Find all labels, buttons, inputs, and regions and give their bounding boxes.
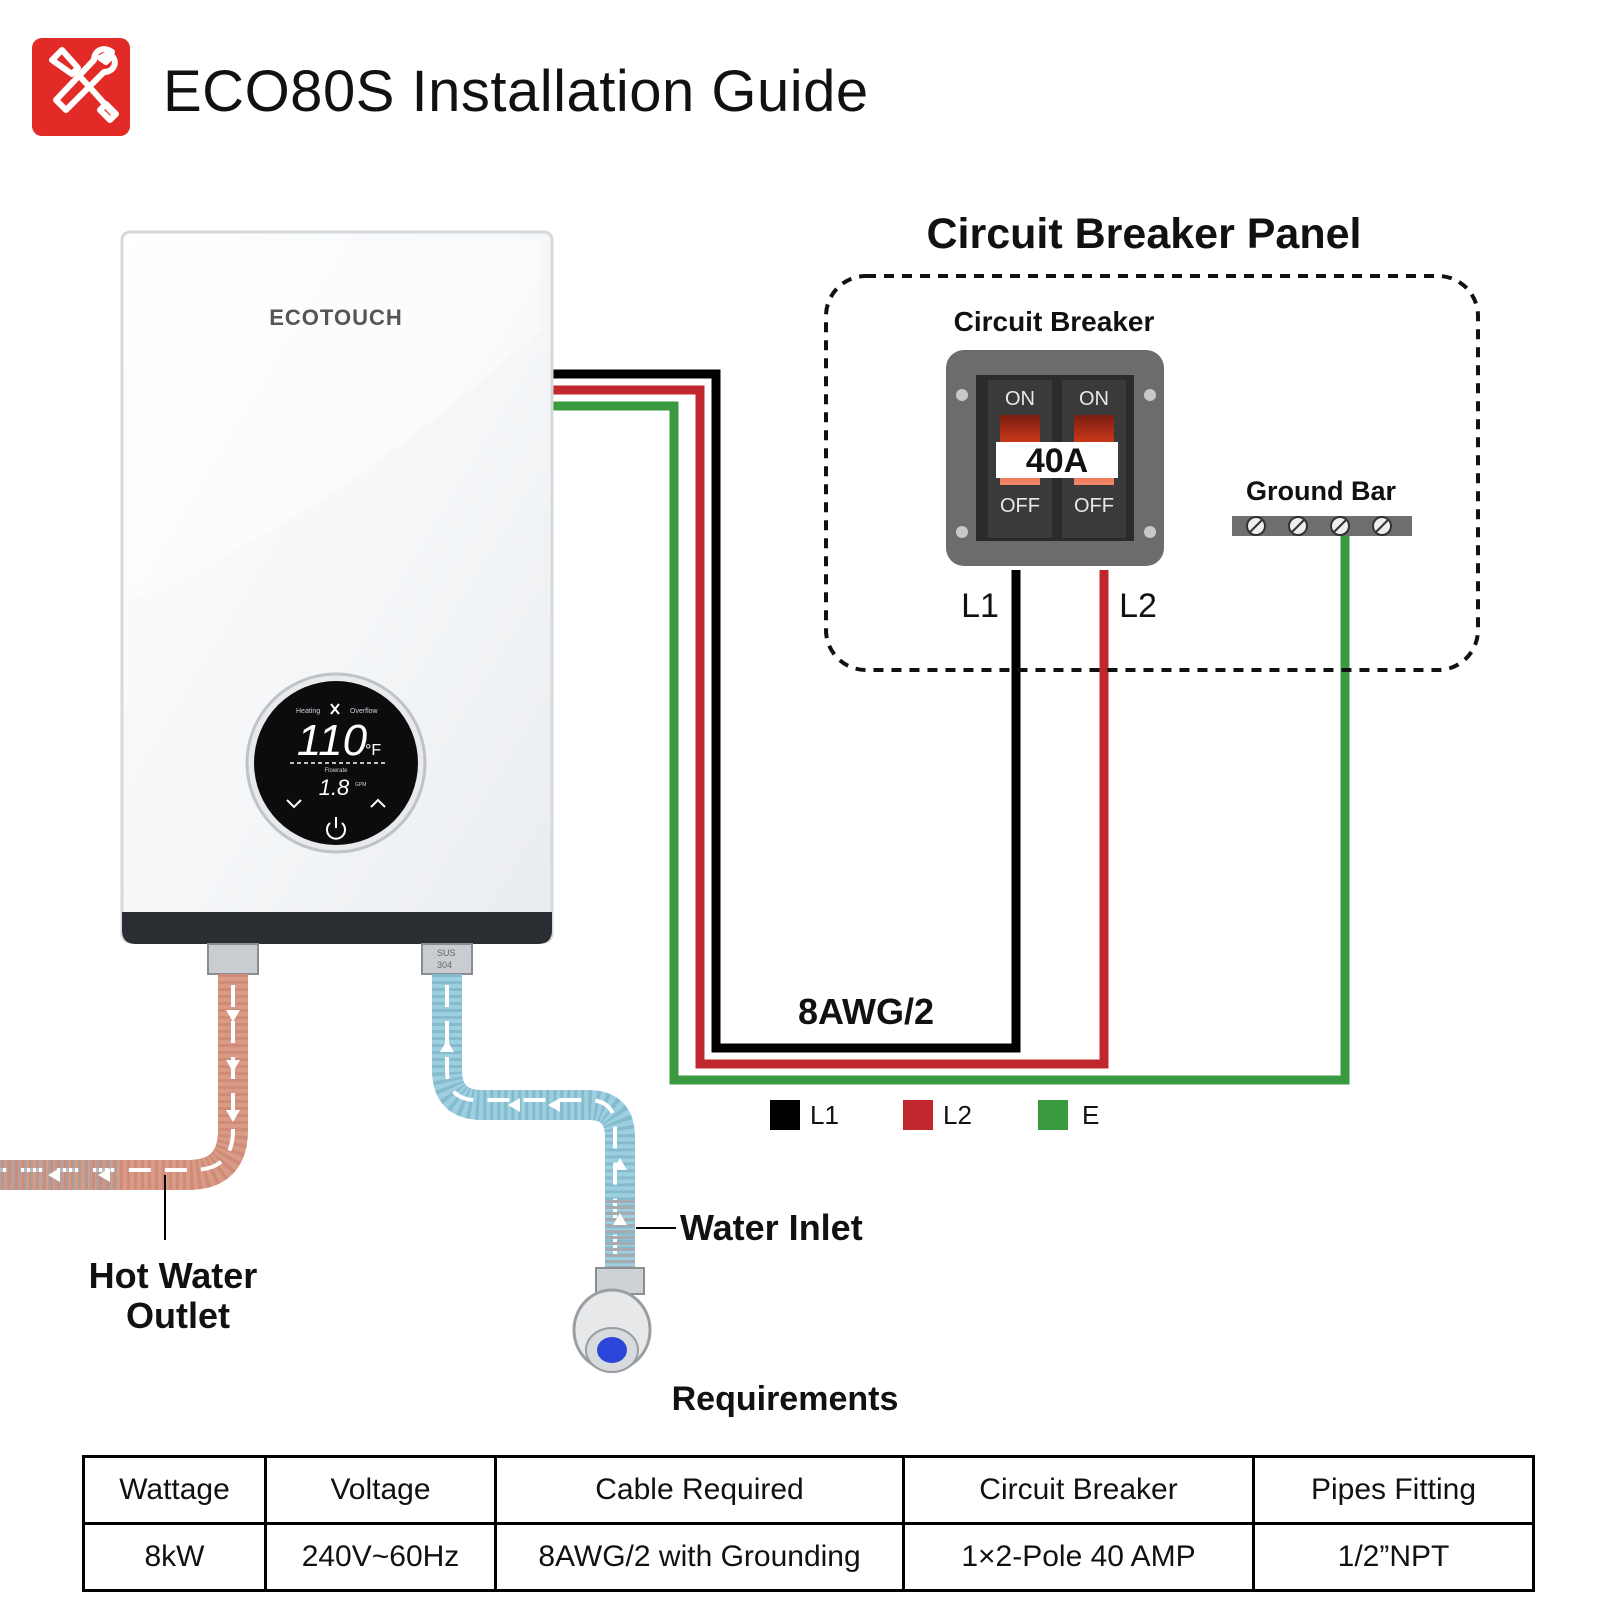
brand-logo: ECOTOUCH (269, 305, 403, 330)
switch-on-left: ON (1005, 388, 1035, 410)
table-header-cell: Pipes Fitting (1252, 1455, 1535, 1525)
requirements-title: Requirements (671, 1380, 899, 1418)
page-title: ECO80S Installation Guide (163, 59, 869, 124)
wiring (546, 369, 1350, 1085)
ground-bar-label: Ground Bar (1246, 476, 1396, 506)
l2-terminal-label: L2 (1119, 587, 1157, 625)
table-cell: 8kW (82, 1522, 267, 1592)
temperature-unit: °F (365, 742, 381, 759)
fitting-mark-top: SUS (437, 948, 456, 958)
table-header-cell: Cable Required (494, 1455, 905, 1525)
water-inlet-pipe (432, 974, 676, 1270)
table-cell: 1×2-Pole 40 AMP (902, 1522, 1255, 1592)
control-display: Heating Overflow 110 °F Flowrate 1.8 GPM (245, 672, 427, 854)
breaker-panel-boundary (824, 274, 1480, 672)
legend-swatch-e (1038, 1100, 1068, 1130)
table-header-cell: Voltage (264, 1455, 497, 1525)
wire-legend: L1 L2 E (770, 1100, 1099, 1130)
cable-label: 8AWG/2 (798, 991, 934, 1032)
chevron-down-icon (286, 799, 302, 809)
table-row: 8kW 240V~60Hz 8AWG/2 with Grounding 1×2-… (82, 1522, 1535, 1592)
table-header-cell: Wattage (82, 1455, 267, 1525)
table-header-row: Wattage Voltage Cable Required Circuit B… (82, 1455, 1535, 1525)
breaker-rating: 40A (1026, 442, 1088, 480)
overflow-label: Overflow (350, 708, 379, 715)
fitting-mark-bottom: 304 (437, 960, 452, 970)
water-heater-unit: SUS 304 (120, 230, 554, 975)
legend-label-l1: L1 (810, 1100, 839, 1130)
wire-l1-black (546, 369, 1021, 1053)
panel-title: Circuit Breaker Panel (927, 210, 1362, 258)
power-icon (326, 817, 346, 840)
table-cell: 240V~60Hz (264, 1522, 497, 1592)
wrench-screwdriver-icon (32, 38, 130, 136)
switch-off-left: OFF (1000, 495, 1040, 517)
switch-off-right: OFF (1074, 495, 1114, 517)
legend-label-l2: L2 (943, 1100, 972, 1130)
table-cell: 1/2”NPT (1252, 1522, 1535, 1592)
tools-indicator-icon (330, 703, 340, 715)
legend-swatch-l1 (770, 1100, 800, 1130)
chevron-up-icon (370, 798, 386, 808)
temperature-readout: 110 (297, 716, 368, 765)
hot-water-pipe (0, 974, 248, 1240)
heating-label: Heating (296, 708, 320, 715)
shutoff-valve (572, 1267, 652, 1373)
table-cell: 8AWG/2 with Grounding (494, 1522, 905, 1592)
legend-swatch-l2 (903, 1100, 933, 1130)
table-header-cell: Circuit Breaker (902, 1455, 1255, 1525)
l1-terminal-label: L1 (961, 587, 999, 625)
legend-label-e: E (1082, 1100, 1099, 1130)
hot-water-outlet-label: Hot Water Outlet (89, 1255, 268, 1336)
circuit-breaker-label: Circuit Breaker (954, 306, 1155, 337)
flow-unit: GPM (355, 782, 366, 788)
wire-ground-green (546, 401, 1350, 1085)
ground-bar (1232, 516, 1412, 536)
requirements-table: Wattage Voltage Cable Required Circuit B… (82, 1455, 1535, 1592)
switch-on-right: ON (1079, 388, 1109, 410)
flowrate-readout: 1.8 (319, 775, 350, 800)
circuit-breaker: ON ON 40A OFF OFF (946, 350, 1164, 566)
water-inlet-label: Water Inlet (680, 1207, 863, 1248)
flowrate-label: Flowrate (324, 768, 348, 774)
wire-l2-red (546, 385, 1109, 1069)
